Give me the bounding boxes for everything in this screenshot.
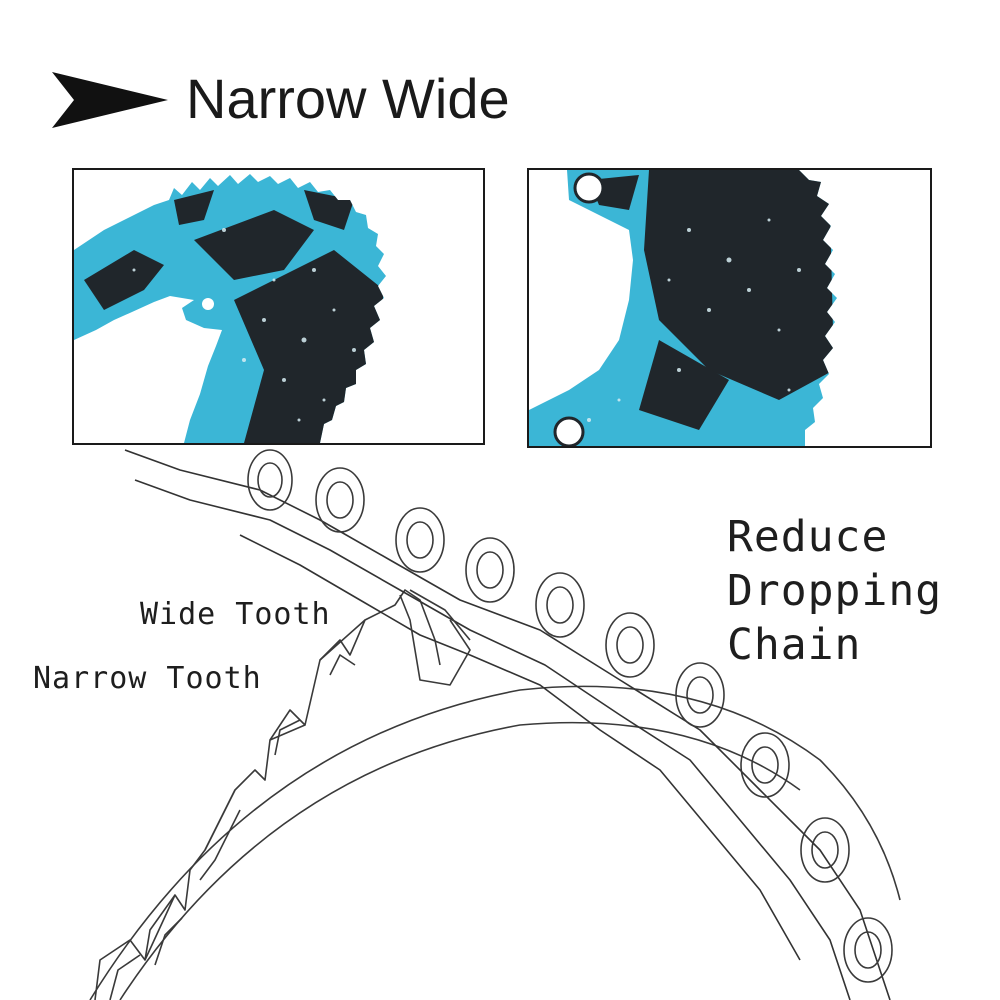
reduce-dropping-chain-callout: Reduce Dropping Chain bbox=[727, 510, 942, 672]
callout-line: Chain bbox=[727, 620, 862, 670]
chainring-teeth bbox=[94, 589, 441, 1000]
chainring-closeup-right bbox=[527, 168, 932, 448]
page-title: Narrow Wide bbox=[186, 67, 510, 130]
chain-and-chainring-diagram bbox=[89, 449, 901, 1000]
chain-rollers bbox=[247, 449, 893, 983]
wide-tooth-label: Wide Tooth bbox=[140, 597, 331, 632]
chainring-closeup-left bbox=[72, 168, 485, 445]
callout-line: Reduce bbox=[727, 512, 889, 562]
narrow-tooth-label: Narrow Tooth bbox=[33, 661, 262, 696]
callout-line: Dropping bbox=[727, 566, 943, 616]
arrow-pointer-icon bbox=[52, 72, 168, 128]
